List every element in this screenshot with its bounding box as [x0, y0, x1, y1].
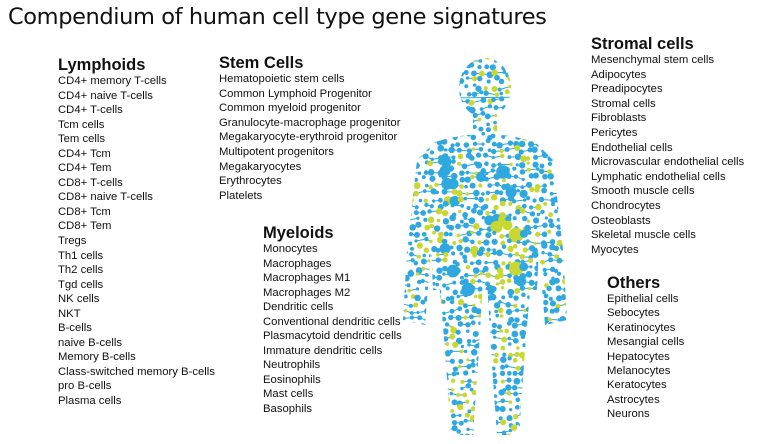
cell-type-item: Macrophages	[263, 257, 402, 272]
cell-type-item: Hepatocytes	[607, 350, 684, 364]
cell-type-item: Eosinophils	[263, 373, 402, 388]
cell-type-item: Mesangial cells	[607, 335, 684, 349]
group-heading: Lymphoids	[58, 57, 215, 74]
cell-type-item: Microvascular endothelial cells	[591, 155, 744, 170]
cell-type-item: Basophils	[263, 402, 402, 417]
cell-type-item: NK cells	[58, 292, 215, 307]
cell-type-item: Myocytes	[591, 243, 744, 258]
cell-type-item: Skeletal muscle cells	[591, 228, 744, 243]
cell-type-item: CD8+ naive T-cells	[58, 190, 215, 205]
cell-type-item: CD4+ naive T-cells	[58, 89, 215, 104]
cell-type-item: CD8+ Tem	[58, 219, 215, 234]
cell-type-item: Hematopoietic stem cells	[219, 72, 400, 87]
cell-type-item: CD4+ Tem	[58, 161, 215, 176]
cell-type-item: Tregs	[58, 234, 215, 249]
cell-type-item: Dendritic cells	[263, 300, 402, 315]
cell-type-item: Th1 cells	[58, 249, 215, 264]
cell-type-item: Erythrocytes	[219, 174, 400, 189]
cell-type-item: Mesenchymal stem cells	[591, 53, 744, 68]
cell-type-item: Stromal cells	[591, 97, 744, 112]
cell-type-item: Mast cells	[263, 387, 402, 402]
cell-type-item: Tgd cells	[58, 278, 215, 293]
cell-type-item: Fibroblasts	[591, 111, 744, 126]
cell-type-item: Neutrophils	[263, 358, 402, 373]
cell-type-item: Megakaryocyte-erythroid progenitor	[219, 130, 400, 145]
cell-type-item: Th2 cells	[58, 263, 215, 278]
cell-type-item: Keratinocytes	[607, 321, 684, 335]
group-heading: Others	[607, 275, 684, 292]
cell-type-item: Lymphatic endothelial cells	[591, 170, 744, 185]
cell-type-item: Immature dendritic cells	[263, 344, 402, 359]
cell-type-item: B-cells	[58, 321, 215, 336]
cell-type-item: Common myeloid progenitor	[219, 101, 400, 116]
cell-type-item: CD8+ T-cells	[58, 176, 215, 191]
page-title: Compendium of human cell type gene signa…	[8, 4, 547, 30]
cell-type-item: Osteoblasts	[591, 214, 744, 229]
cell-type-item: pro B-cells	[58, 379, 215, 394]
cell-type-item: Monocytes	[263, 242, 402, 257]
cell-type-item: CD8+ Tcm	[58, 205, 215, 220]
cell-type-item: Adipocytes	[591, 68, 744, 83]
cell-type-item: Conventional dendritic cells	[263, 315, 402, 330]
human-body-molecules-icon	[395, 50, 575, 439]
cell-type-item: Endothelial cells	[591, 141, 744, 156]
cell-type-item: Megakaryocytes	[219, 160, 400, 175]
cell-type-item: Keratocytes	[607, 378, 684, 392]
cell-type-item: Memory B-cells	[58, 350, 215, 365]
group-heading: Myeloids	[263, 225, 402, 242]
cell-type-item: Class-switched memory B-cells	[58, 365, 215, 380]
cell-type-item: Sebocytes	[607, 306, 684, 320]
cell-type-item: Smooth muscle cells	[591, 184, 744, 199]
cell-type-item: Tcm cells	[58, 118, 215, 133]
cell-type-item: Preadipocytes	[591, 82, 744, 97]
cell-type-item: Pericytes	[591, 126, 744, 141]
cell-type-item: CD4+ memory T-cells	[58, 74, 215, 89]
cell-type-item: Granulocyte-macrophage progenitor	[219, 116, 400, 131]
cell-type-item: Multipotent progenitors	[219, 145, 400, 160]
group-heading: Stromal cells	[591, 36, 744, 53]
cell-type-item: Platelets	[219, 189, 400, 204]
cell-type-item: Melanocytes	[607, 364, 684, 378]
cell-type-item: Common Lymphoid Progenitor	[219, 87, 400, 102]
cell-type-item: CD4+ T-cells	[58, 103, 215, 118]
cell-type-item: Neurons	[607, 407, 684, 421]
cell-type-item: Plasma cells	[58, 394, 215, 409]
group-heading: Stem Cells	[219, 55, 400, 72]
cell-type-item: Macrophages M1	[263, 271, 402, 286]
cell-type-item: Plasmacytoid dendritic cells	[263, 329, 402, 344]
cell-type-item: Macrophages M2	[263, 286, 402, 301]
cell-type-item: NKT	[58, 307, 215, 322]
cell-type-item: Epithelial cells	[607, 292, 684, 306]
cell-type-item: Astrocytes	[607, 393, 684, 407]
cell-type-item: Chondrocytes	[591, 199, 744, 214]
cell-type-item: Tem cells	[58, 132, 215, 147]
cell-type-item: CD4+ Tcm	[58, 147, 215, 162]
cell-type-item: naive B-cells	[58, 336, 215, 351]
